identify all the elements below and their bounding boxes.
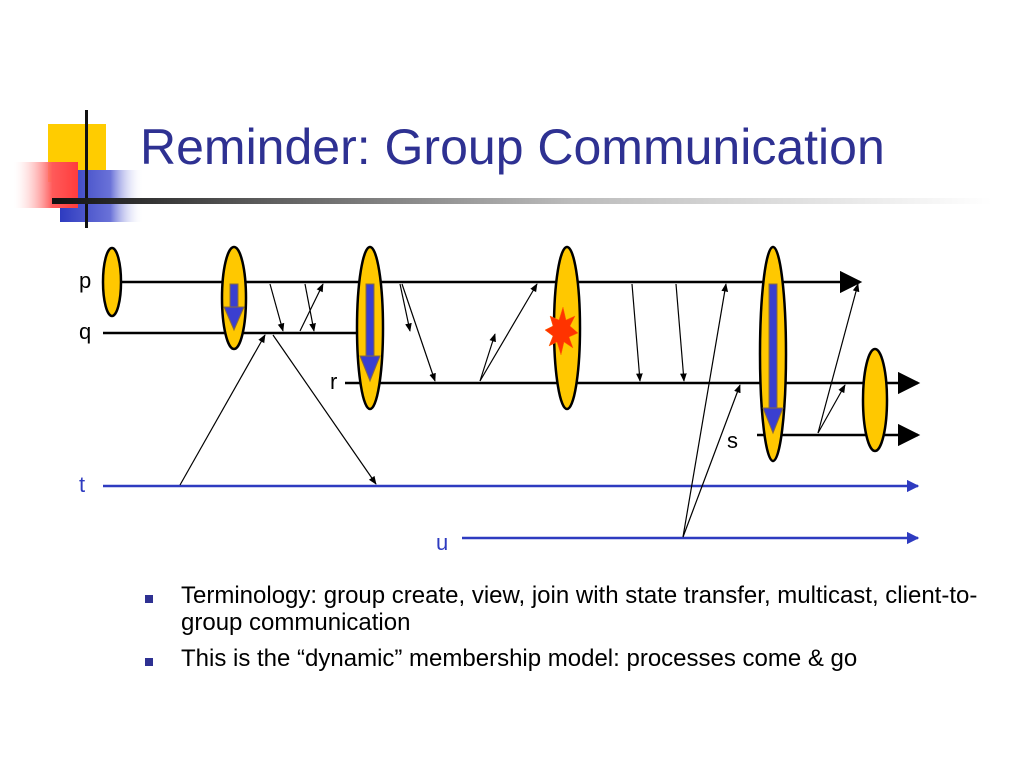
msg-s-to-p [817, 283, 860, 434]
msg-p-to-q-1 [269, 283, 285, 332]
state-transfer-arrow-3 [762, 283, 784, 435]
bullet-item-terminology: Terminology: group create, view, join wi… [144, 582, 1004, 636]
state-transfer-arrow-1 [223, 283, 245, 332]
msg-p-to-q-2 [304, 283, 316, 332]
msg-u-to-p [682, 283, 729, 538]
msg-s-to-r [817, 384, 846, 434]
bullet-square-icon [145, 595, 153, 603]
msg-p-to-q-3 [399, 283, 412, 332]
message-arrows [179, 283, 860, 538]
title-underline [52, 198, 992, 204]
msg-q-to-t [272, 334, 377, 485]
bullet-square-icon [145, 658, 153, 666]
msg-p-to-r-2 [631, 283, 643, 382]
msg-r-to-p [479, 283, 538, 382]
logo-vertical-line [85, 110, 88, 228]
crash-burst-icon [544, 306, 579, 356]
process-label-s: s [727, 428, 738, 453]
msg-r-to-q [479, 333, 496, 382]
bullet-text: This is the “dynamic” membership model: … [181, 645, 858, 672]
msg-p-to-r [401, 283, 436, 382]
process-label-q: q [79, 319, 91, 344]
slide-title: Reminder: Group Communication [140, 119, 885, 175]
process-label-r: r [330, 369, 337, 394]
bullet-text: Terminology: group create, view, join wi… [181, 582, 978, 636]
bullet-item-dynamic-membership: This is the “dynamic” membership model: … [144, 645, 1004, 672]
view-ellipse-6 [861, 347, 889, 453]
state-transfer-arrow-2 [359, 283, 381, 383]
decorative-logo [14, 110, 144, 228]
msg-p-to-r-3 [675, 283, 687, 382]
view-ellipse-1 [101, 246, 123, 318]
process-label-p: p [79, 268, 91, 293]
msg-q-to-p [299, 283, 324, 332]
process-label-t: t [79, 472, 85, 497]
bullet-list: Terminology: group create, view, join wi… [144, 582, 1004, 681]
process-label-u: u [436, 530, 448, 555]
msg-u-to-r [682, 384, 741, 538]
msg-t-to-q [179, 334, 266, 486]
